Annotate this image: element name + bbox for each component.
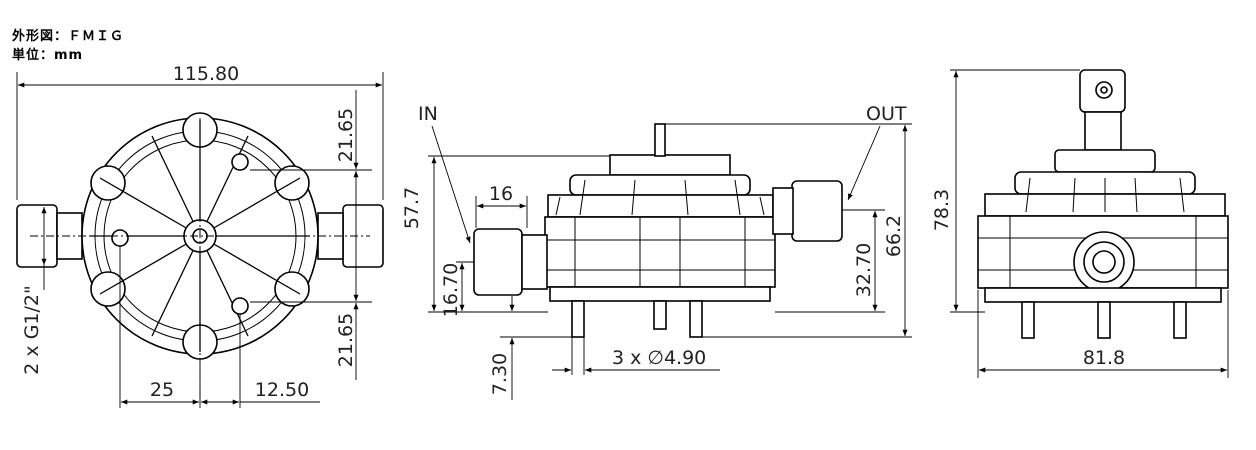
dim-holes: 3 x ∅4.90 [612,347,706,369]
side-leg-2 [689,300,703,338]
dim-81-8: 81.8 [1083,347,1125,369]
end-bottom-ring [984,287,1222,303]
dim-57-7: 57.7 [401,187,423,229]
front-bolt-bottom [231,297,249,315]
side-leg-1 [571,300,585,338]
dim-78-3: 78.3 [931,189,953,231]
end-leg-2 [1097,301,1111,339]
side-body [544,216,776,288]
side-top-cap [609,154,731,176]
dim-21-65-top: 21.65 [335,108,357,162]
front-bolt-left [111,229,129,247]
port-thread-label: 2 x G1/2" [21,285,43,374]
dim-66-2: 66.2 [883,215,905,257]
dim-7-30: 7.30 [489,353,511,395]
end-cap [1054,149,1156,173]
dim-16-70: 16.70 [440,263,462,317]
side-terminal [654,123,666,157]
side-bottom-ring [549,286,771,302]
front-view: 115.80 21.65 21.65 2 x G1/2" 25 12.50 [16,63,384,408]
dim-12-50: 12.50 [255,379,309,401]
out-label: OUT [866,103,907,125]
dim-25: 25 [150,379,174,401]
end-view: 78.3 81.8 [931,69,1229,378]
in-label: IN [418,103,438,125]
dim-21-65-bottom: 21.65 [335,313,357,367]
unit-label: 単位：mm [12,48,84,63]
side-view: IN OUT 57.7 16 16.70 7.30 3 x ∅4.90 [401,103,912,400]
end-leg-1 [1021,301,1035,339]
dim-16: 16 [489,183,513,205]
in-port [473,228,523,296]
out-port [791,180,843,242]
dim-32-70: 32.70 [853,243,875,297]
dim-115-80: 115.80 [173,63,239,85]
shape-title: 外形図：ＦＭＩＧ [12,29,125,44]
end-leg-3 [1173,301,1187,339]
front-bolt-top [231,153,249,171]
